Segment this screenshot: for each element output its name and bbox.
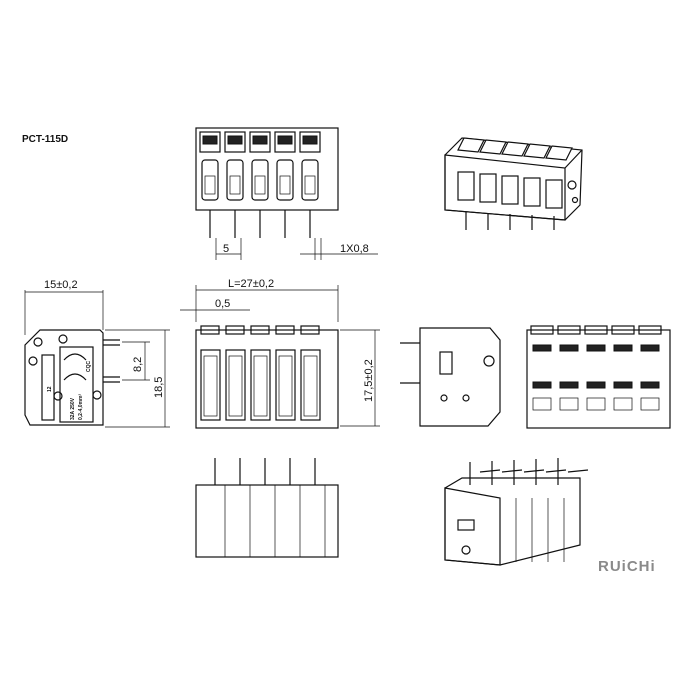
lever-tab (611, 325, 635, 335)
pin-dimension: 1X0,8 (300, 238, 378, 260)
lever-tab (200, 325, 220, 335)
wire-entry (479, 173, 497, 203)
length-label: L=27±0,2 (228, 278, 274, 290)
offset-label: 0,5 (215, 298, 230, 310)
lever-tab (275, 325, 295, 335)
contact-window (532, 344, 552, 352)
lever (523, 143, 551, 159)
lever-slot (202, 135, 218, 145)
wire-entry (250, 349, 271, 421)
lever (199, 131, 221, 153)
front-view-top (195, 127, 339, 211)
lever-tab (530, 325, 554, 335)
bottom-view (195, 484, 339, 558)
contact-window (613, 344, 633, 352)
wire-hole (303, 355, 318, 417)
wire-entry (225, 349, 246, 421)
pin-row2 (567, 469, 589, 473)
lever (501, 141, 529, 157)
wire-entry (501, 175, 519, 205)
pitch-dimension: 5 (215, 238, 242, 260)
height-label: 18,5 (153, 377, 165, 398)
test-port (559, 397, 579, 411)
lever-tab (300, 325, 320, 335)
test-port (532, 397, 552, 411)
lever-slot (302, 135, 318, 145)
pin-row2 (479, 469, 501, 473)
body-height-label: 17,5±0,2 (363, 359, 375, 402)
wire-hole (253, 355, 268, 417)
wire-hole (228, 355, 243, 417)
rear-view (526, 329, 671, 429)
side-view-left: 15±0,2 12 CQC 32A 250V 0,2-4,0mm² 8,2 18… (24, 279, 170, 428)
contact-window (586, 381, 606, 389)
lever-tab (638, 325, 662, 335)
contact-window (586, 344, 606, 352)
wire-entry (300, 349, 321, 421)
wire-entry (457, 171, 475, 201)
lever-tab (557, 325, 581, 335)
lever (224, 131, 246, 153)
isometric-view-bottom (444, 477, 581, 566)
wire-entry (226, 159, 244, 201)
pin-row2 (545, 469, 567, 473)
lever (299, 131, 321, 153)
lever-slot (252, 135, 268, 145)
pin-row2 (501, 469, 523, 473)
wire-hole (254, 175, 266, 195)
lever (249, 131, 271, 153)
pin-label: 1X0,8 (340, 243, 369, 255)
wire-hole (204, 175, 216, 195)
wire-entry (276, 159, 294, 201)
contact-window (559, 344, 579, 352)
contact-window (532, 381, 552, 389)
side-view-right (400, 327, 501, 427)
pin-spacing-label: 8,2 (132, 357, 144, 372)
wire-entry (251, 159, 269, 201)
wire-entry (523, 177, 541, 207)
width-label: 15±0,2 (44, 279, 78, 291)
contact-window (640, 344, 660, 352)
pin-row2 (523, 469, 545, 473)
wire-entry (200, 349, 221, 421)
wire-hole (278, 355, 293, 417)
strip-length-mark: 12 (47, 386, 53, 392)
lever (457, 137, 485, 153)
contact-window (613, 381, 633, 389)
lever-tab (250, 325, 270, 335)
rating-mark: 32A 250V (70, 397, 76, 420)
test-port (613, 397, 633, 411)
test-port (640, 397, 660, 411)
wire-hole (229, 175, 241, 195)
lever-slot (227, 135, 243, 145)
lever-tab (584, 325, 608, 335)
front-view-middle: L=27±0,2 0,5 17,5±0,2 (180, 278, 380, 429)
wire-entry (545, 179, 563, 209)
brand-logo: RUiCHi (598, 558, 656, 575)
lever (545, 145, 573, 161)
lever-tab (225, 325, 245, 335)
lever-slot (277, 135, 293, 145)
test-port (586, 397, 606, 411)
wire-entry (301, 159, 319, 201)
part-number: PCT-115D (22, 134, 68, 145)
wire-entry (201, 159, 219, 201)
cert-mark: CQC (86, 361, 92, 373)
body-outline (195, 127, 339, 211)
wire-range-mark: 0,2-4,0mm² (78, 394, 84, 420)
pitch-label: 5 (223, 243, 229, 255)
contact-window (559, 381, 579, 389)
wire-hole (203, 355, 218, 417)
lever (479, 139, 507, 155)
lever (274, 131, 296, 153)
wire-hole (304, 175, 316, 195)
wire-hole (279, 175, 291, 195)
wire-entry (275, 349, 296, 421)
contact-window (640, 381, 660, 389)
